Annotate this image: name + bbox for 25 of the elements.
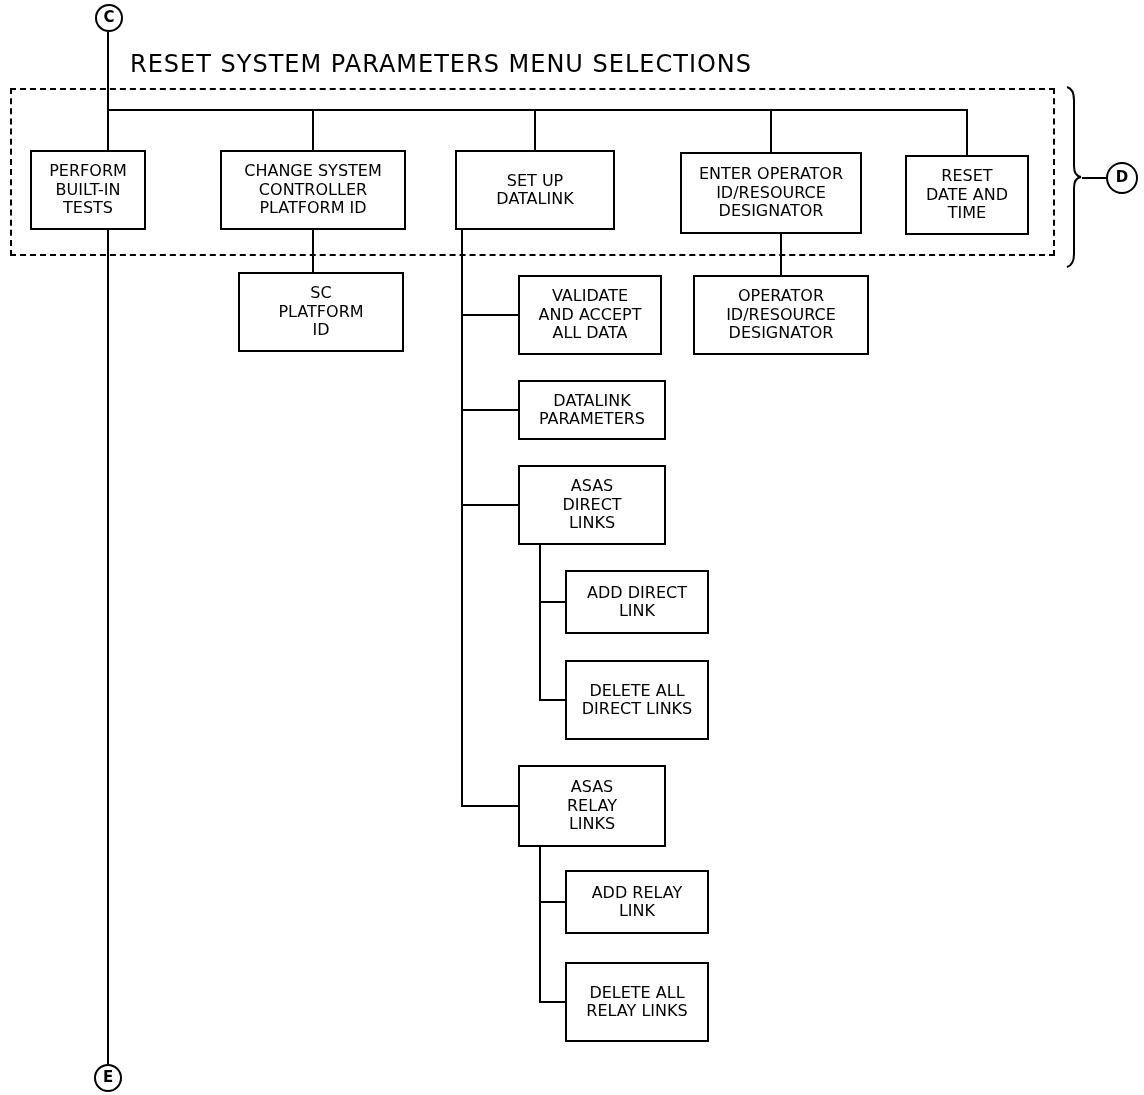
connector-line [1081, 177, 1107, 179]
connector-line [539, 846, 566, 1003]
menu-box: ADD DIRECT LINK [565, 570, 709, 634]
menu-box: RESET DATE AND TIME [905, 155, 1029, 235]
group-title: RESET SYSTEM PARAMETERS MENU SELECTIONS [130, 50, 753, 78]
menu-box: ASAS RELAY LINKS [518, 765, 666, 847]
connector-circle: E [94, 1064, 122, 1092]
menu-box: CHANGE SYSTEM CONTROLLER PLATFORM ID [220, 150, 406, 230]
menu-box: PERFORM BUILT-IN TESTS [30, 150, 146, 230]
connector-line [539, 544, 566, 701]
menu-box: VALIDATE AND ACCEPT ALL DATA [518, 275, 662, 355]
menu-box: ADD RELAY LINK [565, 870, 709, 934]
menu-box: DELETE ALL DIRECT LINKS [565, 660, 709, 740]
menu-box: DELETE ALL RELAY LINKS [565, 962, 709, 1042]
connector-line [780, 233, 782, 276]
menu-box: ASAS DIRECT LINKS [518, 465, 666, 545]
menu-box: OPERATOR ID/RESOURCE DESIGNATOR [693, 275, 869, 355]
menu-box: DATALINK PARAMETERS [518, 380, 666, 440]
menu-box: ENTER OPERATOR ID/RESOURCE DESIGNATOR [680, 152, 862, 234]
connector-circle: D [1106, 162, 1138, 194]
connector-circle: C [95, 4, 123, 32]
connector-line [107, 229, 109, 1065]
menu-box: SC PLATFORM ID [238, 272, 404, 352]
menu-box: SET UP DATALINK [455, 150, 615, 230]
connector-line [312, 229, 314, 273]
